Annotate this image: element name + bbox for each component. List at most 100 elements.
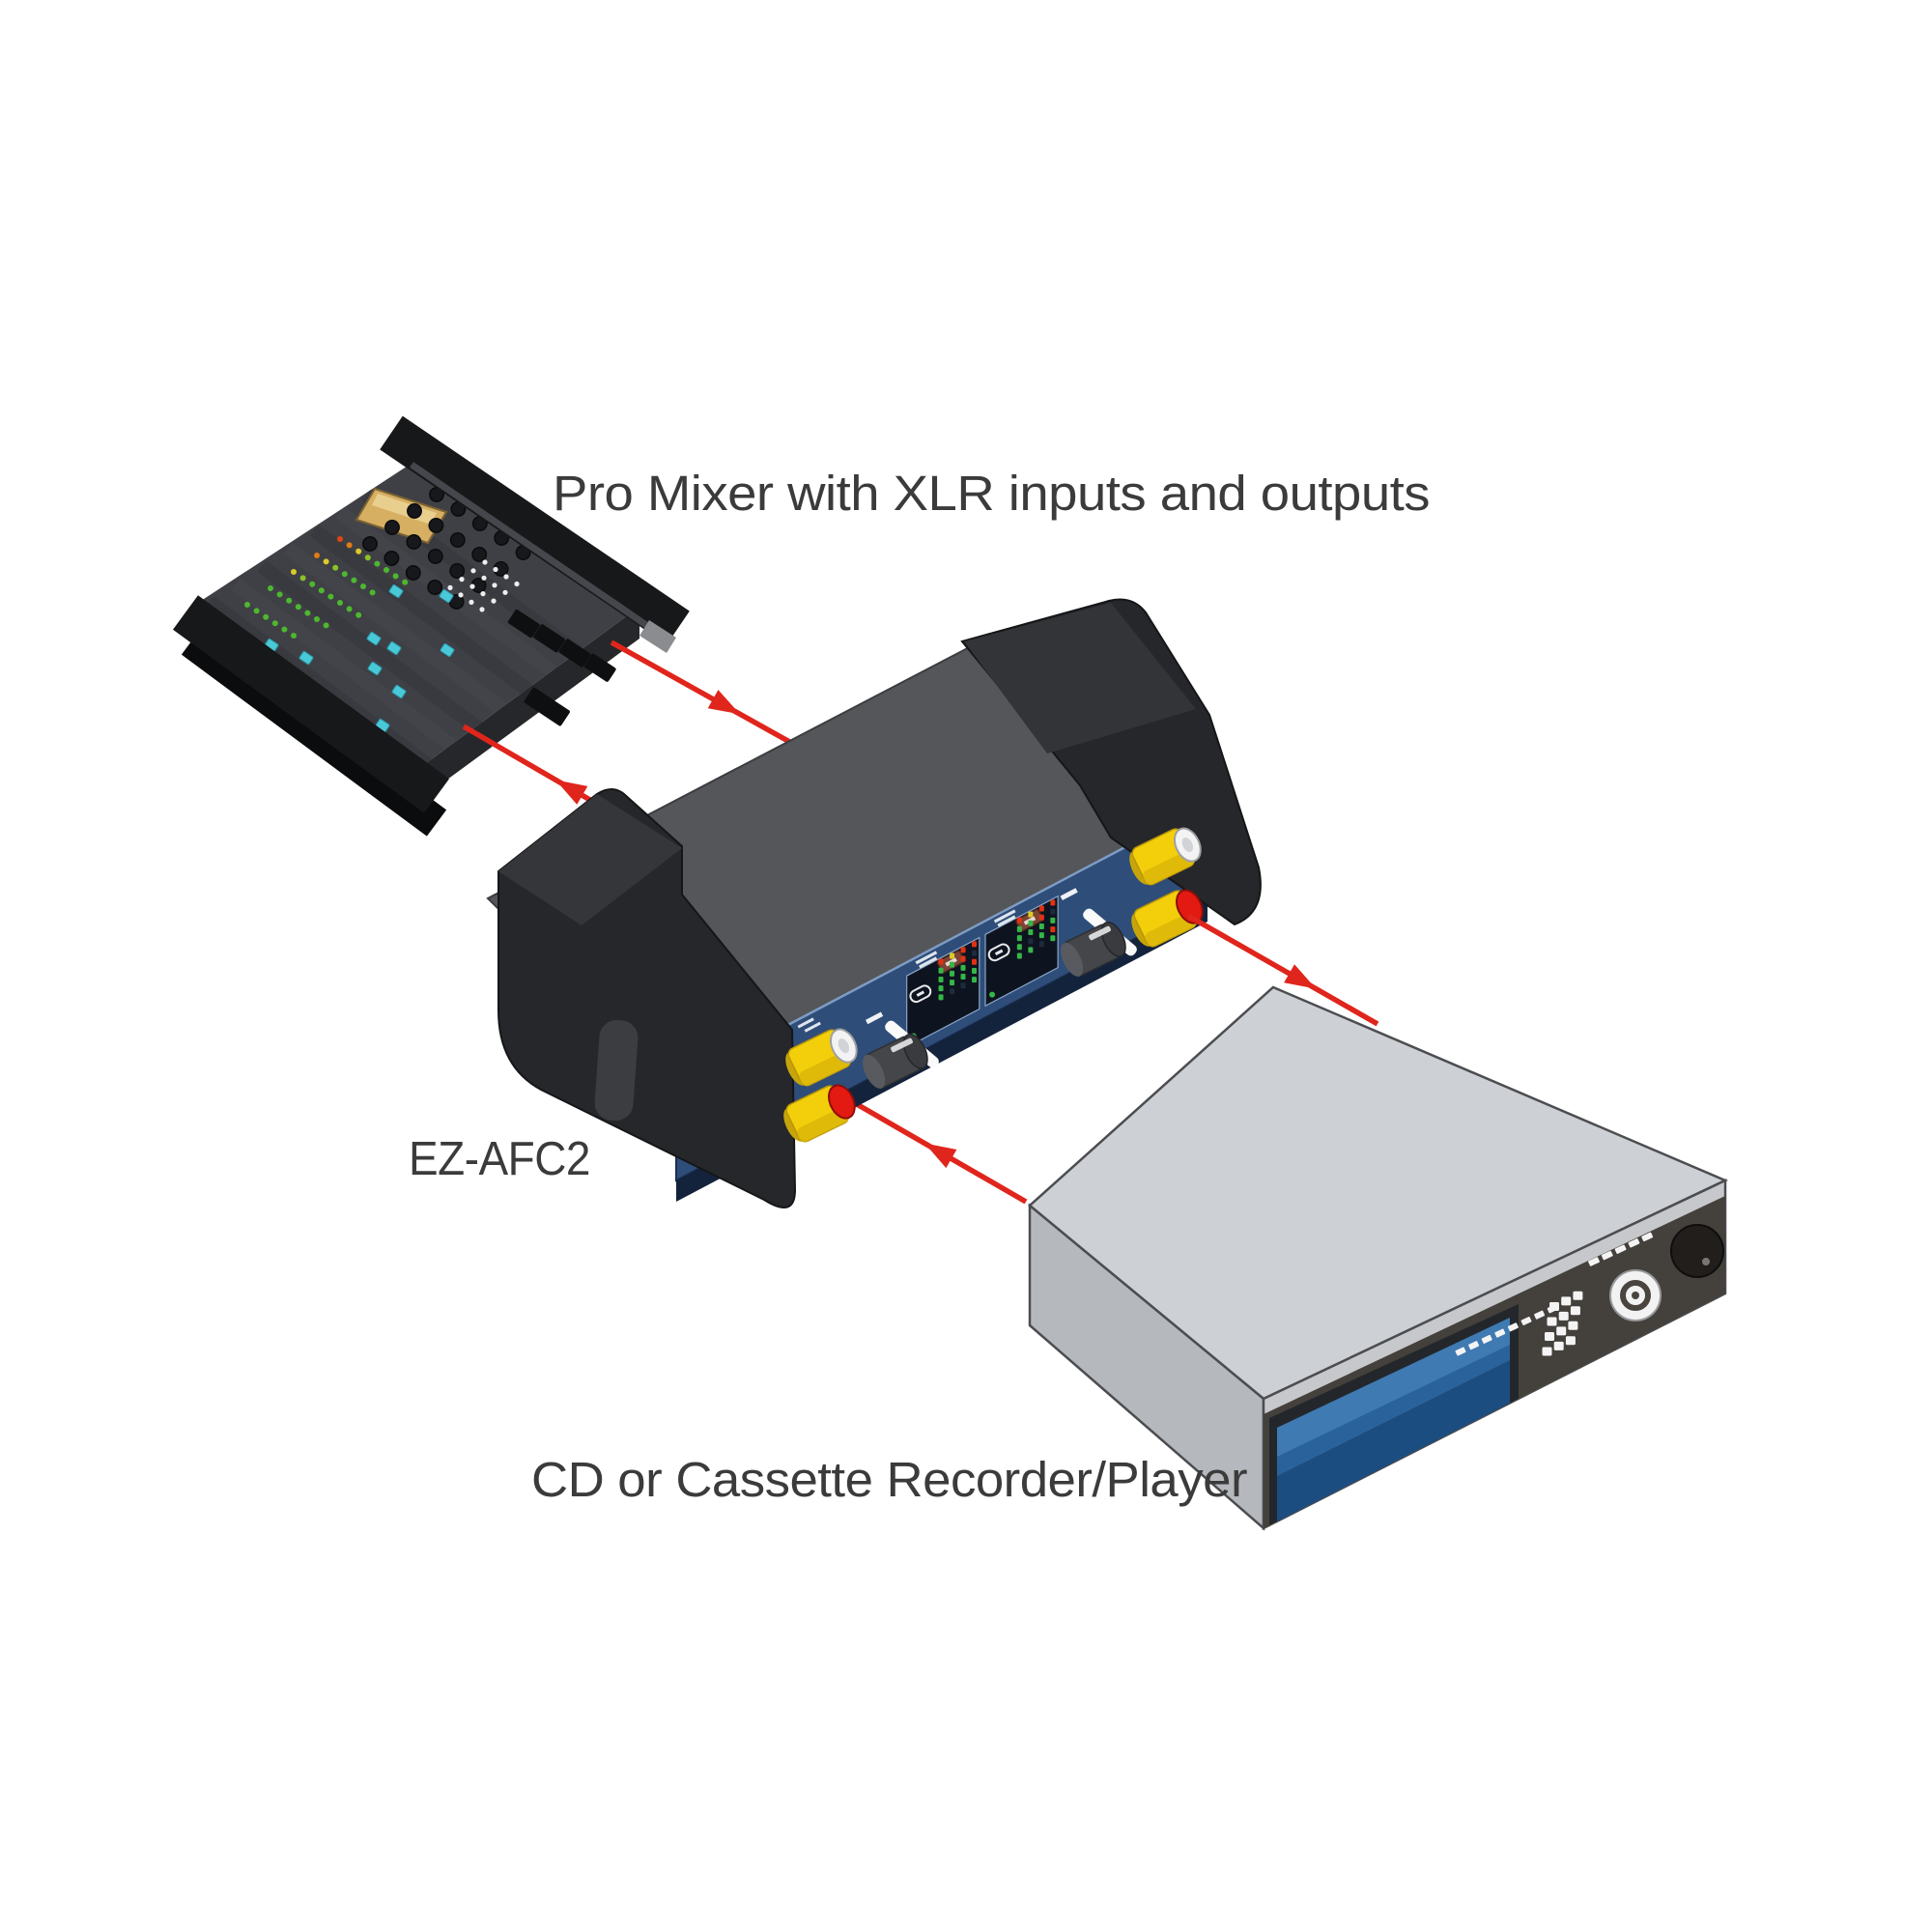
level-knob-icon [863,1033,928,1089]
signal-arrows-under [462,639,1028,1205]
mixer-meter-led [323,558,329,565]
mixer-meter-led [281,626,288,633]
mixer-meter-led [384,567,389,573]
meter-led [1038,941,1044,948]
fader-cap-icon [386,641,402,655]
cd-recorder-illustration [1028,985,1729,1531]
mixer-transport-key [507,609,540,639]
meter-led [1050,926,1056,933]
meter-led [950,970,955,977]
signal-arrows-over [1186,913,1379,1027]
cd-button [1455,1347,1466,1356]
converter-meter-section [984,895,1059,1008]
fader-cap-icon [391,685,407,698]
meter-led [1028,920,1034,926]
cd-button [1520,1316,1532,1326]
fader-cap-icon [298,651,314,665]
cd-keypad-key [1558,1311,1569,1321]
level-label-dash [865,1011,884,1025]
cd-button [1588,1257,1600,1266]
mixer-transport-key [583,653,616,682]
cd-button [1494,1328,1506,1338]
mixer-front-rail [173,595,449,813]
rca-jack-white-icon [1129,827,1202,886]
cd-keypad-key [1565,1336,1576,1346]
mixer-back-rail [380,415,690,645]
cd-button [1534,1310,1546,1320]
mixer-meter-led [314,553,320,558]
mixer-knob-icon [406,534,422,550]
meter-led [950,952,955,959]
rca-jack-red-icon [1131,889,1204,948]
meter-led [972,977,978,983]
cd-keypad-key [1542,1347,1552,1356]
mixer-caption: Pro Mixer with XLR inputs and outputs [553,466,1430,521]
mixer-knob-icon [384,520,400,535]
mixer-transport-key [558,639,591,668]
meter-led [950,980,955,986]
mixer-knob-icon [362,536,378,552]
meter-led [1016,944,1022,951]
mixer-meter-led [327,593,334,600]
meter-led [1028,911,1034,918]
meter-led [1038,905,1044,912]
pro-mixer-illustration [173,415,690,837]
meter-led [1050,917,1056,923]
meter-led [972,958,978,965]
mixer-meter-led [253,608,260,614]
fader-cap-icon [388,584,404,598]
mixer-knob-icon [428,518,444,533]
meter-led [938,976,944,982]
meter-led [972,941,978,948]
mixer-meter-led [337,536,343,542]
meter-led [960,974,966,980]
level-knob-icon [1061,921,1126,977]
meter-led [1050,908,1056,915]
meter-led [960,947,966,953]
mixer-meter-led [402,579,409,585]
meter-led [960,964,966,971]
meter-led [1038,932,1044,939]
cd-keypad-key [1545,1332,1554,1341]
mixer-meter-led [346,542,353,549]
mixer-meter-led [337,600,343,606]
mixer-meter-led [244,602,250,608]
mixer-transport-key [533,624,566,653]
oval-badge-icon [987,943,1010,962]
cd-keypad-key [1553,1341,1564,1350]
cd-keypad-key [1570,1306,1580,1316]
mixer-knob-icon [405,565,421,581]
meter-led [1016,952,1022,959]
mixer-meter-led [314,616,320,622]
mixer-meter-led [355,548,362,554]
mixer-meter-led [263,613,270,620]
mixer-meter-led [276,591,283,598]
power-led [989,991,996,998]
meter-led [1016,925,1022,932]
cd-button [1507,1322,1519,1332]
recorder-caption: CD or Cassette Recorder/Player [531,1452,1248,1507]
mixer-meter-led [318,587,325,594]
cd-button [1628,1238,1640,1248]
converter-caption: EZ-AFC2 [409,1133,590,1185]
meter-led [1038,914,1044,921]
meter-led [938,994,944,1001]
cd-button [1481,1334,1492,1344]
rca-jack-red-icon [783,1084,856,1143]
cd-button [1641,1232,1654,1242]
arrowhead-icon [707,690,741,715]
fader-cap-icon [440,643,455,657]
arrow-converter-to-recorder [1186,913,1379,1027]
meter-led [960,982,966,989]
meter-led [938,958,944,965]
meter-led [1050,935,1056,942]
mixer-meter-led [392,573,399,580]
arrowhead-icon [1284,964,1317,989]
arrow-recorder-to-converter [835,1090,1028,1205]
oval-badge-icon [909,984,932,1004]
cd-keypad-key [1573,1291,1583,1300]
mixer-knob-icon [407,503,422,519]
mixer-meter-led [346,606,353,612]
arrowhead-icon [924,1143,957,1169]
